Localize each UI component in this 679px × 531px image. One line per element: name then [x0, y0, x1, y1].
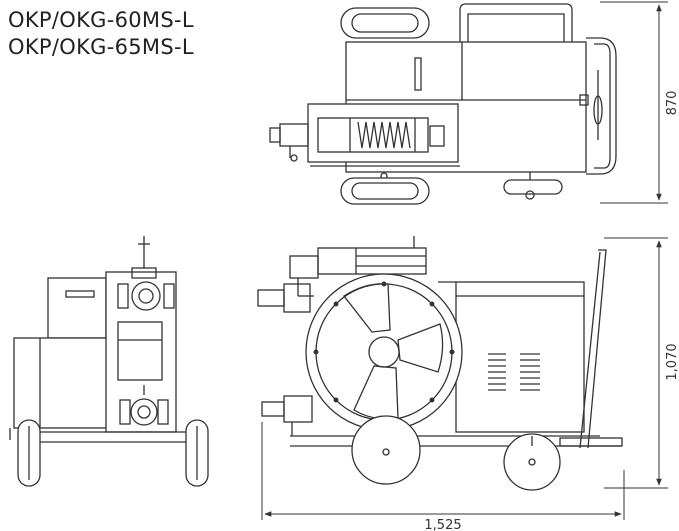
- dimension-label-width: 870: [665, 91, 679, 116]
- top-view-spring: [357, 121, 411, 149]
- dimension-870: [600, 1, 668, 204]
- side-view-motor-box: [455, 281, 585, 433]
- top-view-handle: [459, 3, 573, 42]
- top-view: [269, 3, 617, 205]
- top-view-caster: [503, 179, 563, 195]
- dimension-label-height: 1,070: [665, 343, 679, 380]
- top-view-wheel-lower: [340, 177, 430, 205]
- dimension-label-length: 1,525: [424, 518, 461, 531]
- front-view-upper-coupling: [131, 281, 161, 311]
- front-view-lower-coupling: [130, 398, 158, 426]
- side-view: [257, 236, 623, 491]
- side-view-hose-reel: [305, 273, 463, 431]
- top-view-pump: [307, 103, 459, 163]
- side-view-wheel-large: [351, 415, 421, 485]
- side-view-wheel-small: [503, 433, 561, 491]
- side-view-handle: [587, 249, 607, 449]
- model-title-1: OKP/OKG-60MS-L: [8, 8, 194, 32]
- model-title-2: OKP/OKG-65MS-L: [8, 35, 194, 59]
- top-view-wheel-upper: [340, 7, 430, 39]
- front-view: [9, 236, 209, 487]
- dimension-1525: [261, 422, 625, 520]
- side-view-top-pipe: [317, 247, 427, 275]
- side-view-vents: [488, 353, 540, 391]
- dimension-1070: [604, 237, 668, 489]
- top-view-bumper: [586, 37, 617, 175]
- front-view-motor-box: [47, 277, 107, 339]
